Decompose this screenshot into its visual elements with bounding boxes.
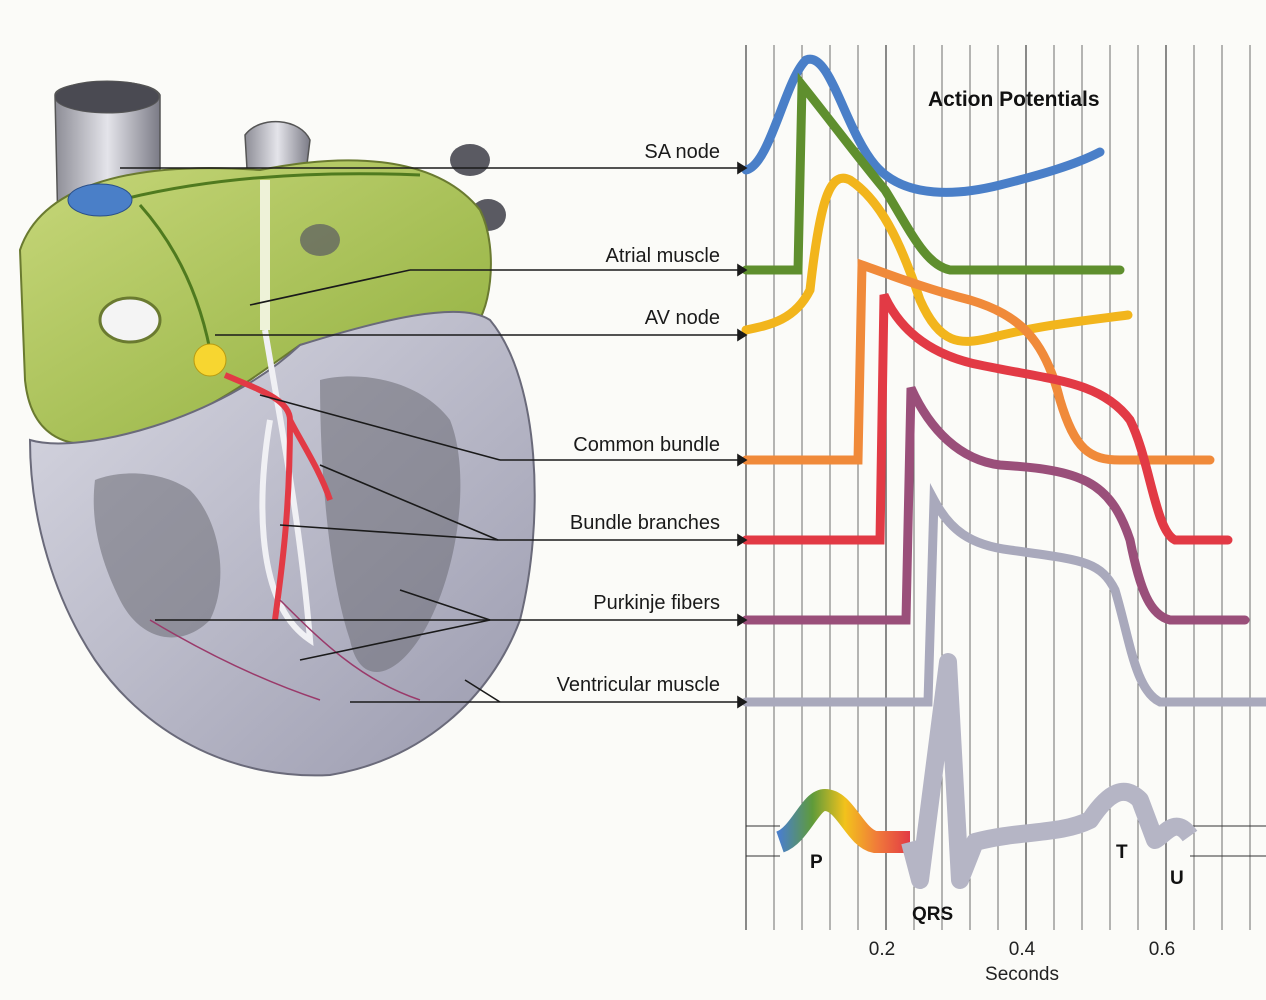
x-tick-0-4: 0.4 [1009, 939, 1036, 960]
label-common-bundle: Common bundle [573, 434, 720, 456]
x-tick-0-6: 0.6 [1149, 939, 1175, 960]
action-potential-traces [746, 59, 1266, 702]
bundle-branches-trace [746, 295, 1228, 540]
label-ventricular-muscle: Ventricular muscle [557, 674, 720, 696]
label-purkinje-fibers: Purkinje fibers [593, 592, 720, 614]
label-bundle-branches: Bundle branches [570, 512, 720, 534]
ecg-label-u: U [1170, 868, 1184, 889]
ventricular-muscle-trace [746, 500, 1266, 702]
ecg-label-qrs: QRS [912, 904, 953, 925]
chart-title: Action Potentials [928, 88, 1100, 111]
label-av-node: AV node [645, 307, 720, 329]
ecg-label-t: T [1116, 842, 1128, 863]
label-atrial-muscle: Atrial muscle [606, 245, 720, 267]
ecg-trace [746, 662, 1266, 880]
atrial-muscle-trace [746, 85, 1120, 270]
x-tick-0-2: 0.2 [869, 939, 895, 960]
ecg-label-p: P [810, 852, 823, 873]
ecg-p-segment [780, 800, 910, 842]
av-node-marker [194, 344, 226, 376]
sa-node-marker [68, 184, 132, 216]
label-sa-node: SA node [644, 141, 720, 163]
purkinje-fibers-trace [746, 388, 1245, 620]
heart-illustration [20, 81, 535, 775]
x-axis-label: Seconds [985, 964, 1059, 985]
